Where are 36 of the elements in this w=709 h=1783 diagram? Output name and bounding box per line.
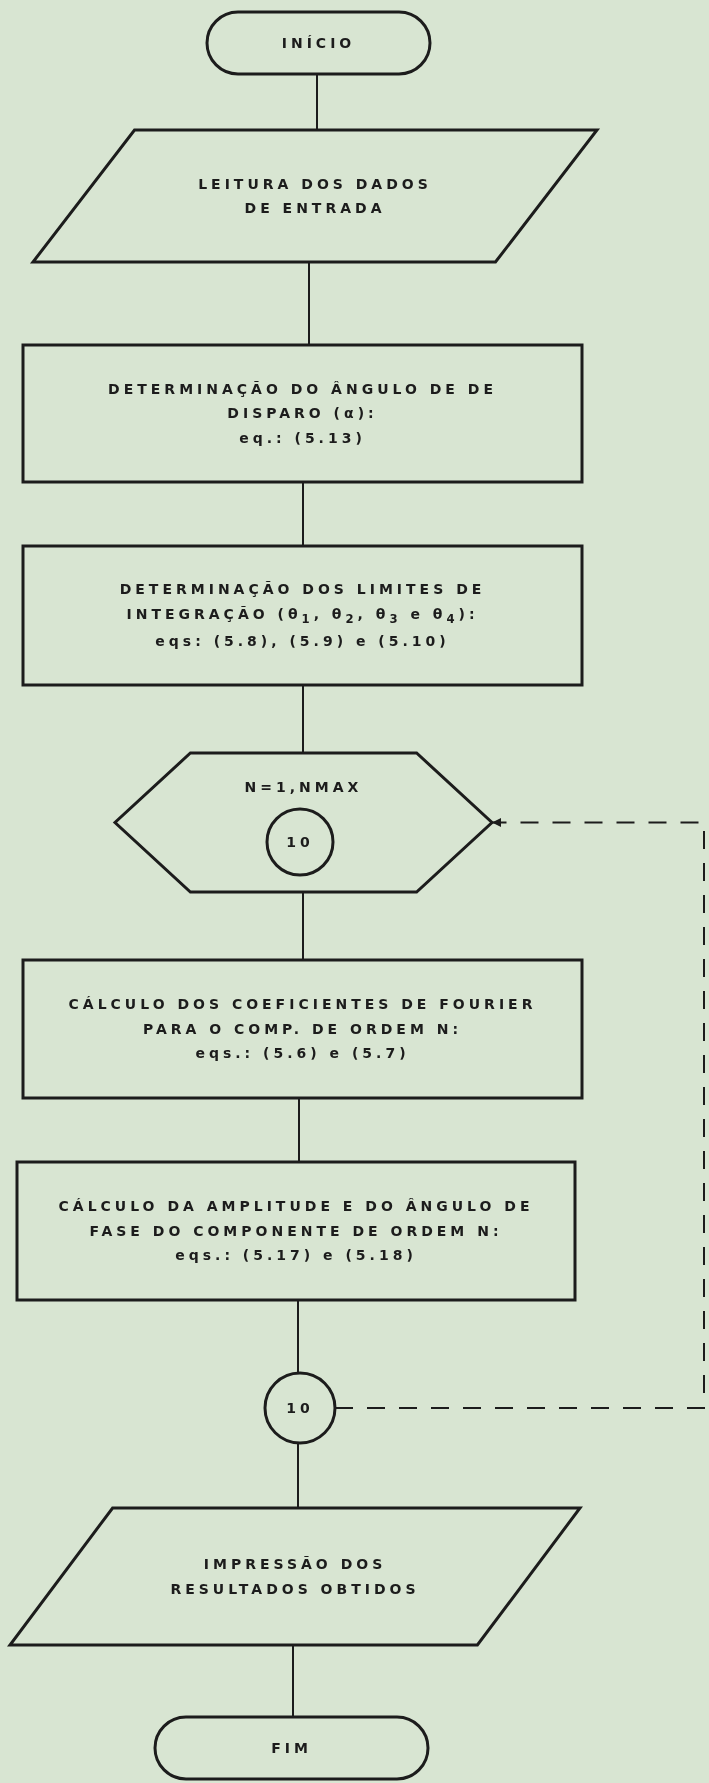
connector-circle — [267, 809, 333, 875]
process-box — [23, 345, 582, 482]
step-text: INÍCIO — [281, 33, 356, 53]
step-text: eqs.: (5.17) e (5.18) — [175, 1246, 417, 1266]
step-text: CÁLCULO DOS COEFICIENTES DE FOURIER PARA O COMP. DE ORDEM N: — [67, 995, 538, 1039]
process-box — [17, 1162, 575, 1300]
step-text: FIM — [271, 1738, 312, 1758]
connector-circle — [265, 1373, 335, 1443]
step-text: DETERMINAÇÃO DOS LIMITES DE INTEGRAÇÃO (θ$_{1}$, θ$_{2}$, θ$_{3}$ e θ$_{4}$): — [118, 580, 487, 628]
flow-line — [308, 261, 310, 346]
step-text: N=1,NMAX — [244, 778, 363, 797]
flow-arrow — [334, 818, 705, 1409]
terminal-shape — [155, 1717, 428, 1779]
terminal-shape — [207, 12, 430, 74]
loop-hexagon — [115, 753, 492, 892]
process-box — [23, 546, 582, 685]
flow-line — [302, 891, 304, 961]
step-text: eqs: (5.8), (5.9) e (5.10) — [155, 632, 450, 652]
step-text: eqs.: (5.6) e (5.7) — [195, 1044, 410, 1064]
step-text: CÁLCULO DA AMPLITUDE E DO ÂNGULO DE FASE DO COMPONENTE DE ORDEM N: — [57, 1197, 535, 1241]
input-output-parallelogram — [33, 130, 597, 262]
step-text: eq.: (5.13) — [239, 428, 366, 448]
input-output-parallelogram — [10, 1508, 580, 1645]
step-text: LEITURA DOS DADOS DE ENTRADA — [197, 174, 433, 218]
flow-line — [297, 1442, 299, 1509]
step-text: 10 — [286, 832, 314, 852]
step-text: 10 — [286, 1398, 314, 1418]
flow-line — [302, 481, 304, 547]
flow-line — [302, 684, 304, 754]
step-text: IMPRESSÃO DOS RESULTADOS OBTIDOS — [169, 1555, 421, 1599]
step-text: DETERMINAÇÃO DO ÂNGULO DE DE DISPARO (α): — [107, 379, 498, 424]
flow-line — [297, 1299, 299, 1374]
flow-line — [298, 1097, 300, 1163]
process-box — [23, 960, 582, 1098]
flow-line — [316, 73, 318, 131]
flow-line — [292, 1644, 294, 1718]
